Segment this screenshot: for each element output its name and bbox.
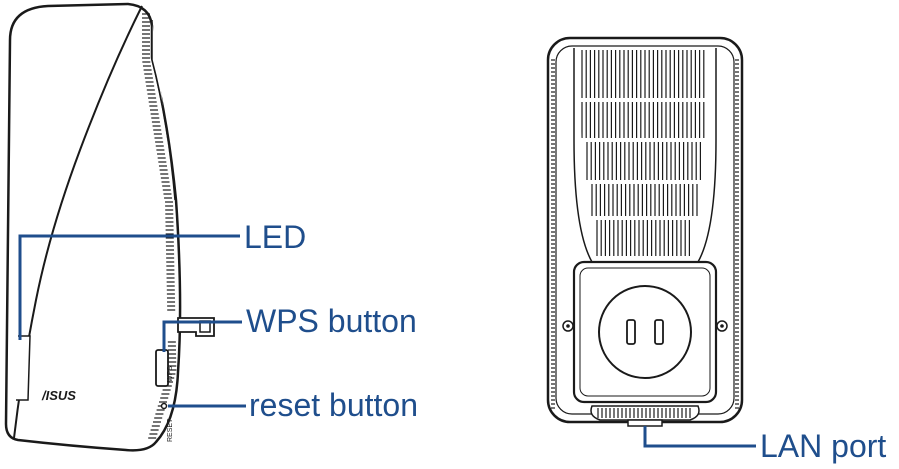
bottom-vent-grille bbox=[597, 408, 691, 418]
screw-left bbox=[562, 320, 574, 332]
reset-hole[interactable] bbox=[160, 402, 168, 410]
led-leader-line bbox=[18, 234, 240, 340]
bottom-vent-frame bbox=[590, 405, 700, 421]
reset-marking: RESET bbox=[167, 418, 174, 442]
reset-button-label: reset button bbox=[249, 387, 418, 423]
extender-body-front bbox=[4, 2, 182, 452]
front-view: WPS RESET /ISUS bbox=[4, 2, 215, 452]
socket-slot-right bbox=[654, 319, 664, 345]
lan-port-label: LAN port bbox=[760, 428, 886, 464]
back-view bbox=[546, 36, 744, 427]
led-label: LED bbox=[244, 219, 306, 255]
asus-logo: /ISUS bbox=[41, 388, 76, 403]
screw-right bbox=[716, 320, 728, 332]
socket-slot-left bbox=[626, 319, 636, 345]
wps-leader-line bbox=[162, 320, 242, 352]
side-edge bbox=[151, 20, 176, 201]
back-vent-grille bbox=[581, 50, 705, 256]
wps-marking: WPS bbox=[167, 366, 174, 382]
led-strip bbox=[16, 335, 31, 401]
wps-button[interactable] bbox=[155, 349, 169, 387]
wps-button-label: WPS button bbox=[246, 303, 417, 339]
vent-boundary-left bbox=[573, 48, 593, 263]
side-vent-grille bbox=[142, 13, 177, 439]
lan-leader-line bbox=[643, 426, 756, 448]
back-side-ribs bbox=[551, 59, 739, 409]
lan-port[interactable] bbox=[627, 419, 663, 427]
vent-boundary-right bbox=[697, 48, 717, 263]
power-socket bbox=[598, 285, 692, 379]
